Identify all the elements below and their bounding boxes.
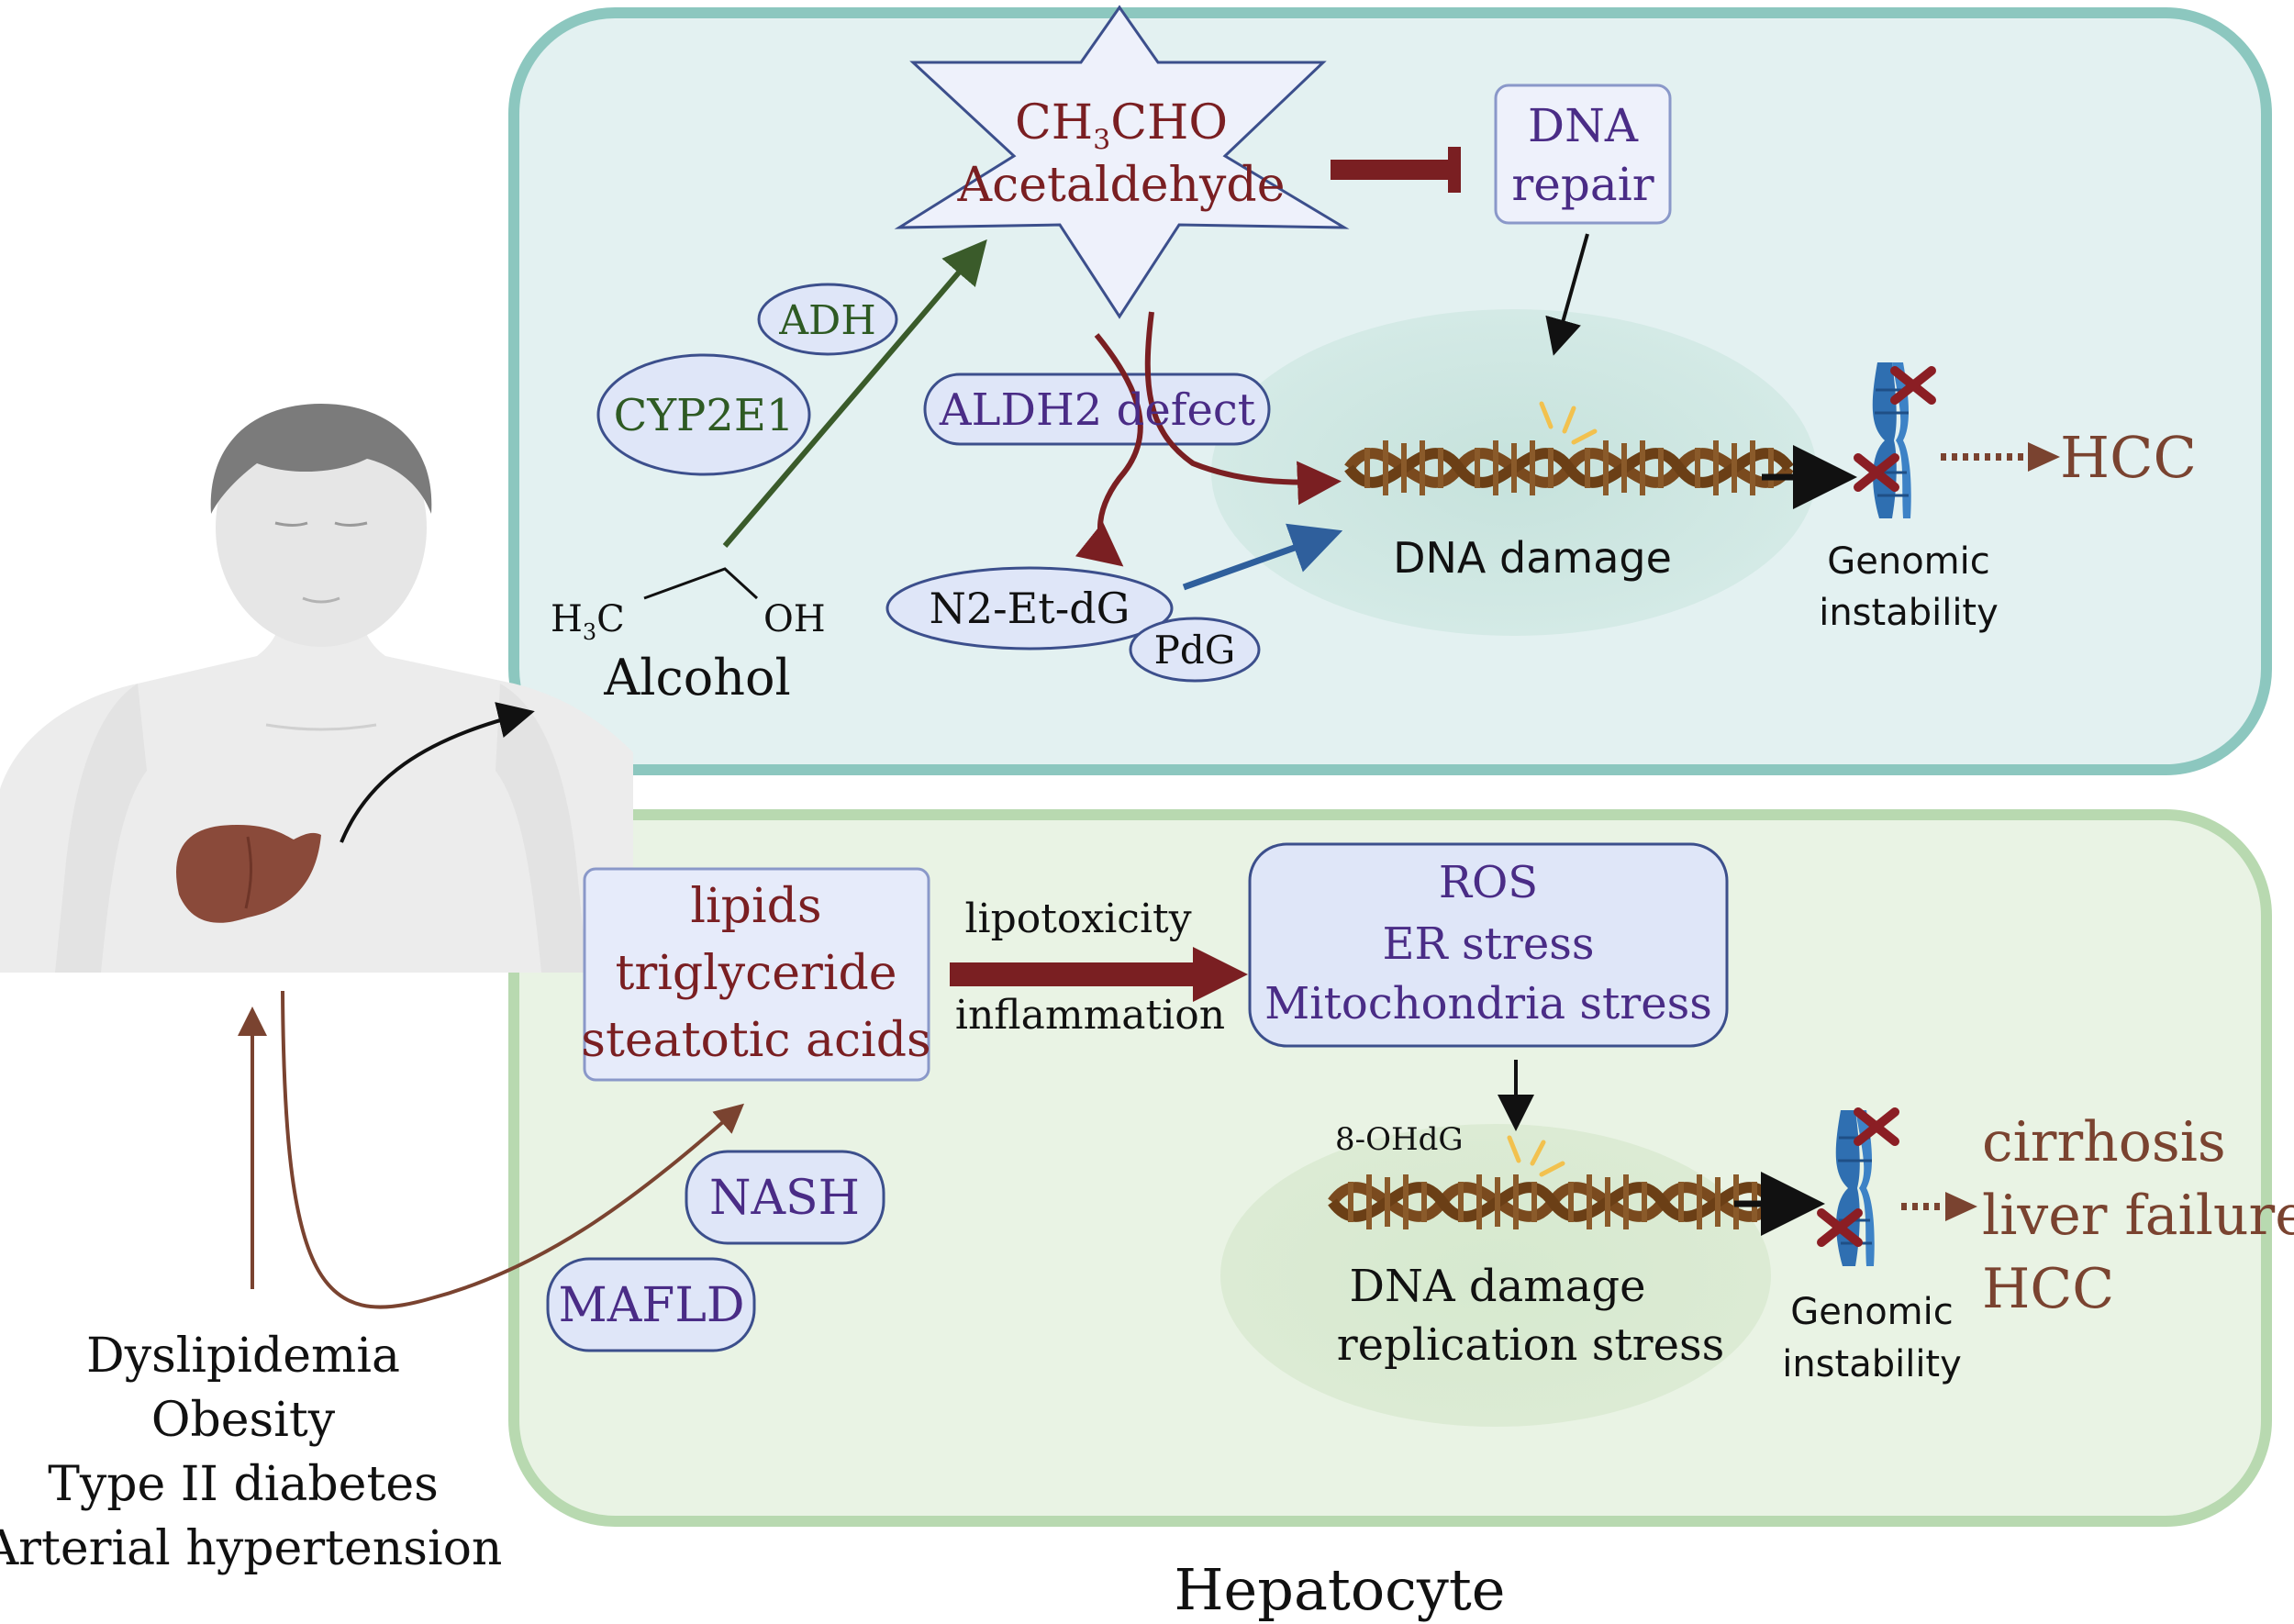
acetaldehyde-formula: CH3CHO bbox=[1015, 99, 1228, 154]
bottom-genomic-label-2: instability bbox=[1782, 1343, 1962, 1385]
top-damage-spark bbox=[1539, 401, 1598, 445]
risk-factor-obesity: Obesity bbox=[150, 1393, 336, 1448]
body-to-top-arrow bbox=[340, 702, 535, 843]
stress-box bbox=[1248, 842, 1729, 1048]
aldh2-label: ALDH2 defect bbox=[939, 384, 1256, 436]
head bbox=[216, 408, 427, 647]
alcohol-label: Alcohol bbox=[604, 649, 791, 706]
alcohol-oh: OH bbox=[763, 598, 826, 640]
er-stress-label: ER stress bbox=[1382, 918, 1595, 970]
bottom-dna-damage-label-1: DNA damage bbox=[1349, 1261, 1646, 1312]
top-hcc-label: HCC bbox=[2060, 424, 2197, 491]
inhibition-arrow bbox=[1331, 147, 1461, 193]
aldh2-pathway-left bbox=[1075, 333, 1143, 567]
acetaldehyde-label: Acetaldehyde bbox=[957, 158, 1286, 213]
hepatocyte-title: Hepatocyte bbox=[1174, 1556, 1506, 1623]
pdg-label: PdG bbox=[1153, 628, 1236, 673]
bottom-nucleus bbox=[1220, 1124, 1771, 1427]
formula-cho: CHO bbox=[1110, 95, 1228, 150]
alcohol-skeleton bbox=[643, 567, 759, 600]
lipids-label-2: triglyceride bbox=[615, 946, 897, 1001]
bottom-damage-spark bbox=[1507, 1135, 1565, 1177]
n2etdg-ellipse bbox=[885, 566, 1174, 651]
mito-stress-label: Mitochondria stress bbox=[1264, 978, 1712, 1029]
alcohol-c: C bbox=[596, 598, 625, 640]
dna-repair-label-1: DNA bbox=[1528, 99, 1638, 152]
ohdg-label: 8-OHdG bbox=[1335, 1121, 1464, 1158]
bottom-dna-damage-label-2: replication stress bbox=[1336, 1319, 1725, 1371]
outcome-cirrhosis: cirrhosis bbox=[1982, 1110, 2226, 1174]
formula-ch: CH bbox=[1015, 95, 1094, 150]
ros-label: ROS bbox=[1438, 857, 1539, 908]
dna-repair-label-2: repair bbox=[1511, 158, 1654, 211]
lipotoxicity-label: lipotoxicity bbox=[964, 895, 1192, 942]
lipids-box bbox=[583, 867, 930, 1082]
human-body-figure bbox=[0, 404, 633, 973]
alcohol-h3c: H3C bbox=[551, 601, 625, 643]
lipids-label-3: steatotic acids bbox=[581, 1013, 931, 1068]
alcohol-sub: 3 bbox=[582, 619, 597, 645]
mafld-box bbox=[546, 1257, 756, 1352]
lipids-label-1: lipids bbox=[690, 879, 822, 934]
formula-sub: 3 bbox=[1093, 124, 1111, 157]
risk-factor-diabetes: Type II diabetes bbox=[48, 1457, 439, 1512]
lipotoxicity-arrow bbox=[950, 947, 1248, 1002]
pdg-ellipse bbox=[1129, 617, 1261, 683]
body-to-lipids-arrow bbox=[281, 990, 745, 1309]
n2etdg-label: N2-Et-dG bbox=[929, 584, 1130, 633]
top-dna-damage-label: DNA damage bbox=[1393, 533, 1672, 583]
nash-box bbox=[685, 1150, 885, 1245]
inflammation-label: inflammation bbox=[954, 992, 1226, 1039]
adducts-to-dna-arrow bbox=[1182, 523, 1343, 591]
alcohol-to-acetaldehyde-arrow bbox=[722, 239, 987, 548]
mafld-label: MAFLD bbox=[558, 1278, 745, 1333]
repair-to-damage-arrow bbox=[1545, 233, 1589, 356]
outcome-liver-failure: liver failure bbox=[1982, 1184, 2294, 1248]
cyp2e1-label: CYP2E1 bbox=[613, 390, 795, 441]
alcohol-h: H bbox=[551, 598, 583, 640]
dna-repair-box bbox=[1494, 83, 1672, 225]
adh-ellipse bbox=[757, 283, 898, 356]
aldh2-pathway-right bbox=[1144, 311, 1342, 506]
risk-factor-dyslipidemia: Dyslipidemia bbox=[86, 1329, 400, 1384]
top-genomic-label-2: instability bbox=[1819, 592, 1999, 634]
acetaldehyde-star bbox=[894, 5, 1350, 319]
top-genomic-label-1: Genomic bbox=[1827, 540, 1990, 583]
outcome-hcc: HCC bbox=[1982, 1257, 2115, 1321]
adh-label: ADH bbox=[779, 297, 876, 344]
risk-factor-hypertension: Arterial hypertension bbox=[0, 1521, 503, 1576]
nash-label: NASH bbox=[708, 1171, 861, 1226]
aldh2-box bbox=[923, 373, 1271, 446]
bottom-genomic-label-1: Genomic bbox=[1790, 1291, 1954, 1333]
cyp2e1-ellipse bbox=[596, 353, 811, 476]
